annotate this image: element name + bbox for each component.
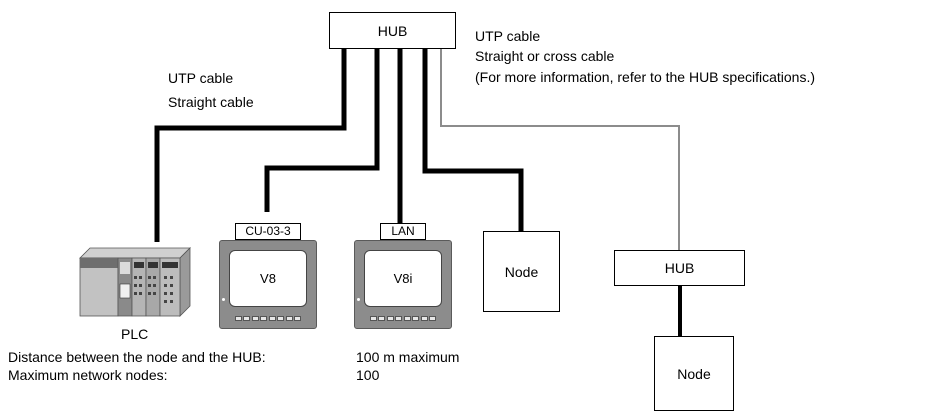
v8i-panel: V8i [354, 240, 452, 329]
plc-label: PLC [121, 326, 149, 342]
cable-to-secondary-hub [440, 48, 680, 251]
plc-icon [79, 247, 191, 317]
spec-distance-label: Distance between the node and the HUB: [8, 349, 266, 365]
secondary-hub: HUB [614, 250, 745, 286]
left-cable-label-1: UTP cable [168, 70, 234, 86]
node-2-label: Node [677, 365, 711, 382]
node-1: Node [483, 231, 560, 312]
spec-distance-value: 100 m maximum [356, 349, 460, 365]
cable-to-node [422, 48, 524, 232]
v8i-screen: V8i [364, 250, 442, 307]
right-cable-label-2: Straight or cross cable [475, 48, 615, 64]
right-cable-label-1: UTP cable [475, 28, 541, 44]
v8-screen: V8 [229, 250, 307, 307]
v8-panel: V8 [219, 240, 317, 329]
secondary-hub-label: HUB [664, 260, 695, 276]
cable-to-v8 [264, 48, 380, 212]
lan-tag: LAN [380, 223, 426, 240]
node-2: Node [654, 336, 734, 411]
cu-03-3-tag: CU-03-3 [235, 223, 301, 240]
v8i-screen-label: V8i [393, 271, 413, 286]
v8i-indicator [357, 298, 360, 301]
node-1-label: Node [504, 263, 539, 280]
v8-keys [235, 316, 301, 322]
main-hub-label: HUB [377, 22, 408, 39]
left-cable-label-2: Straight cable [168, 94, 254, 110]
v8-screen-label: V8 [260, 271, 276, 286]
main-hub: HUB [329, 12, 456, 49]
spec-nodes-label: Maximum network nodes: [8, 367, 168, 383]
v8-indicator [222, 298, 225, 301]
cable-to-plc [154, 48, 347, 242]
spec-nodes-value: 100 [356, 367, 380, 383]
v8i-keys [370, 316, 436, 322]
right-cable-label-3: (For more information, refer to the HUB … [475, 69, 816, 85]
